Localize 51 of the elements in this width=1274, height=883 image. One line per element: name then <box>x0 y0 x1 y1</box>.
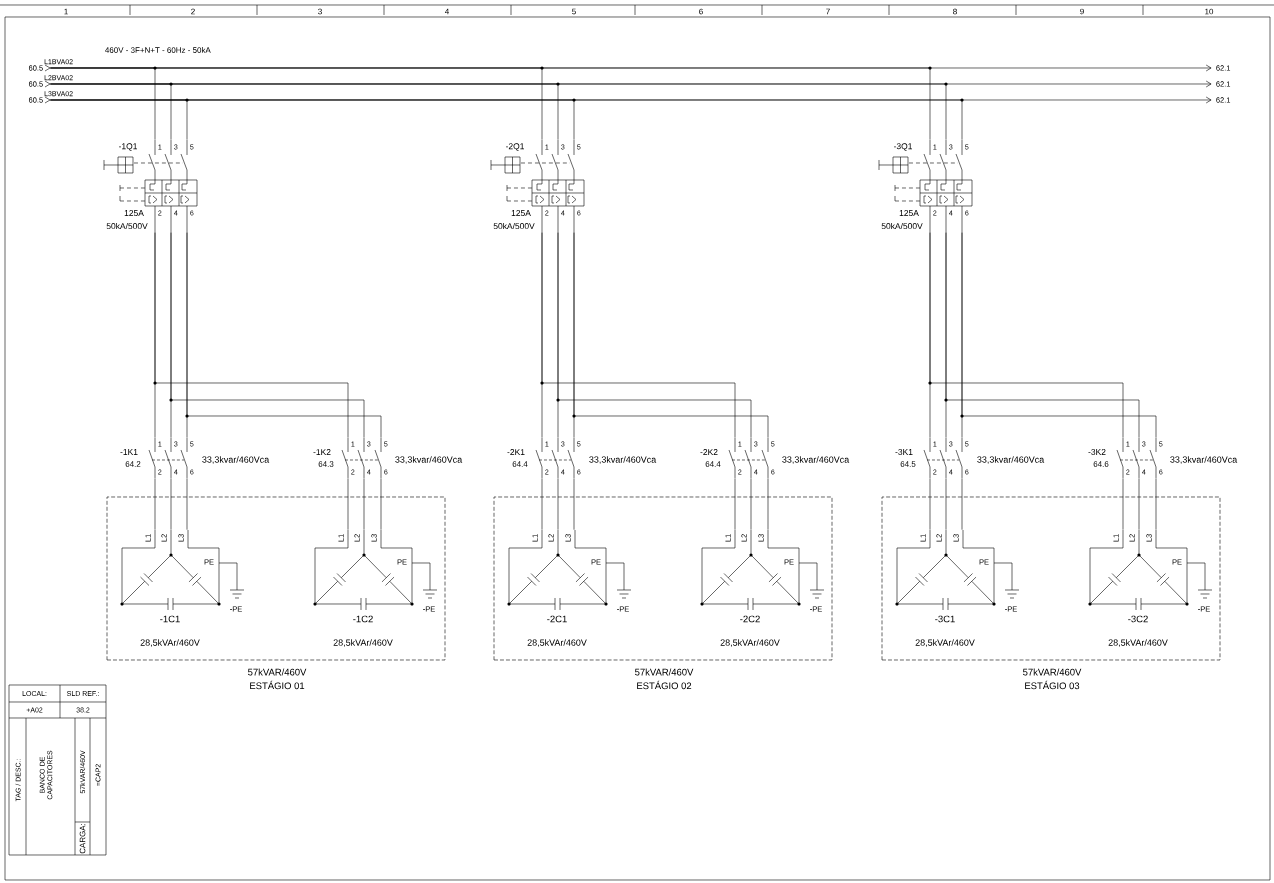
rating-label: 125A <box>511 210 531 216</box>
device-tag: -2C1 <box>547 615 567 623</box>
stage-heading: ESTÁGIO 02 <box>637 680 692 690</box>
device-tag: -1K2 <box>313 449 331 455</box>
device-tag: -2K1 <box>507 449 525 455</box>
stage-heading: ESTÁGIO 01 <box>250 680 305 690</box>
wire <box>154 478 188 530</box>
rating-label: 33,3kvar/460Vca <box>589 456 657 464</box>
wire <box>541 478 575 530</box>
wire <box>1122 478 1157 530</box>
rating-label: 28,5kVAr/460V <box>1108 639 1168 647</box>
stage-heading: ESTÁGIO 03 <box>1025 680 1080 690</box>
rating-label: 50kA/500V <box>106 222 148 230</box>
wire <box>50 82 948 140</box>
wire <box>50 98 964 140</box>
device-tag: -1Q1 <box>118 143 137 151</box>
wire <box>153 232 382 438</box>
rating-label: 50kA/500V <box>881 222 923 230</box>
stage-heading: 57kVAR/460V <box>1023 668 1082 676</box>
stage-heading: 57kVAR/460V <box>635 668 694 676</box>
device-tag: -3K1 <box>895 449 913 455</box>
rating-label: 33,3kvar/460Vca <box>1170 456 1238 464</box>
rating-label: 28,5kVAr/460V <box>140 639 200 647</box>
device-tag: -1C2 <box>353 615 373 623</box>
rating-label: 28,5kVAr/460V <box>527 639 587 647</box>
rating-label: 28,5kVAr/460V <box>333 639 393 647</box>
wire <box>347 478 382 530</box>
device-tag: -3C1 <box>935 615 955 623</box>
rating-label: 28,5kVAr/460V <box>915 639 975 647</box>
rating-label: 33,3kvar/460Vca <box>202 456 270 464</box>
wire <box>50 66 932 140</box>
device-tag: -1C1 <box>160 615 180 623</box>
device-tag: -3K2 <box>1088 449 1106 455</box>
rating-label: 125A <box>124 210 144 216</box>
wire <box>540 232 769 438</box>
wire <box>928 232 1157 438</box>
device-tag: -3Q1 <box>893 143 912 151</box>
wire <box>734 478 769 530</box>
device-tag: -2C2 <box>740 615 760 623</box>
device-tag: -3C2 <box>1128 615 1148 623</box>
device-tag: -2Q1 <box>505 143 524 151</box>
rating-label: 125A <box>899 210 919 216</box>
device-tag: -1K1 <box>120 449 138 455</box>
rating-label: 33,3kvar/460Vca <box>977 456 1045 464</box>
rating-label: 50kA/500V <box>493 222 535 230</box>
wire <box>929 478 963 530</box>
rating-label: 33,3kvar/460Vca <box>395 456 463 464</box>
rating-label: 33,3kvar/460Vca <box>782 456 850 464</box>
rating-label: 28,5kVAr/460V <box>720 639 780 647</box>
stage-heading: 57kVAR/460V <box>248 668 307 676</box>
device-tag: -2K2 <box>700 449 718 455</box>
